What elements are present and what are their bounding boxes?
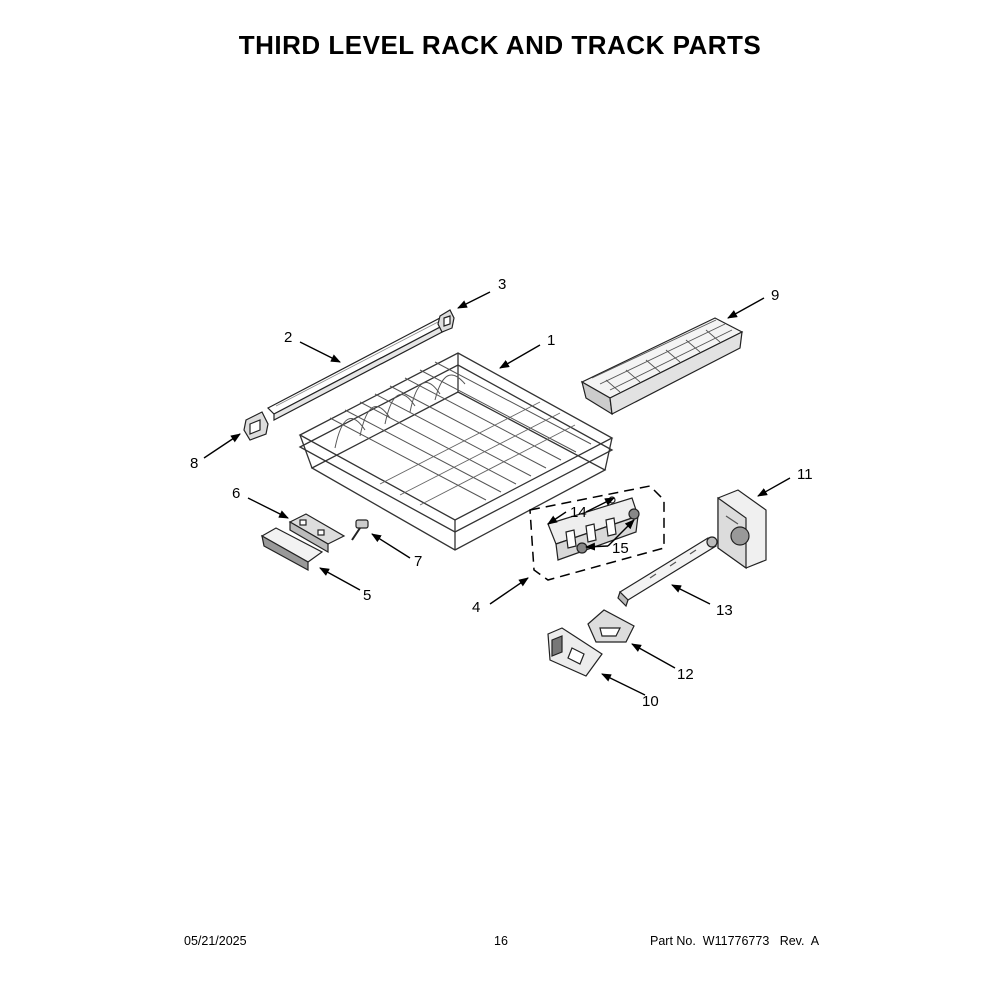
callout-8: 8 xyxy=(190,455,198,472)
callout-3: 3 xyxy=(498,276,506,293)
leader-lines xyxy=(203,291,791,696)
callout-7: 7 xyxy=(414,553,422,570)
callout-2: 2 xyxy=(284,329,292,346)
part-9-cutlery-tray xyxy=(580,317,744,416)
callout-5: 5 xyxy=(363,587,371,604)
callout-11: 11 xyxy=(797,466,813,483)
footer-part-number: Part No. W11776773 Rev. A xyxy=(650,934,820,948)
footer-page-number: 16 xyxy=(494,934,508,948)
page-title: THIRD LEVEL RACK AND TRACK PARTS xyxy=(238,30,762,60)
callout-10: 10 xyxy=(642,693,659,710)
part-10-handle xyxy=(547,627,603,677)
part-3-track-stop xyxy=(437,309,455,333)
part-8-end-cap xyxy=(243,411,269,441)
callout-6: 6 xyxy=(232,485,240,502)
part-6-clip xyxy=(288,513,346,554)
part-5-slide-cover xyxy=(260,527,324,572)
footer-date: 05/21/2025 xyxy=(184,934,247,948)
part-4-adjuster xyxy=(547,496,640,561)
part-13-rod xyxy=(617,536,718,608)
callout-4: 4 xyxy=(472,599,480,616)
part-7-screw xyxy=(351,519,369,541)
callout-13: 13 xyxy=(716,602,733,619)
callout-15: 15 xyxy=(612,540,629,557)
part-12-latch xyxy=(587,609,635,643)
callout-numbers: 1 2 3 4 5 6 7 8 9 10 11 12 13 14 15 xyxy=(190,276,813,710)
part-11-bracket xyxy=(717,489,767,570)
callout-9: 9 xyxy=(771,287,779,304)
callout-14: 14 xyxy=(570,504,587,521)
part-1-wire-rack xyxy=(298,352,614,551)
callout-12: 12 xyxy=(677,666,694,683)
callout-1: 1 xyxy=(547,332,555,349)
parts-14-15-group-box xyxy=(529,485,665,581)
